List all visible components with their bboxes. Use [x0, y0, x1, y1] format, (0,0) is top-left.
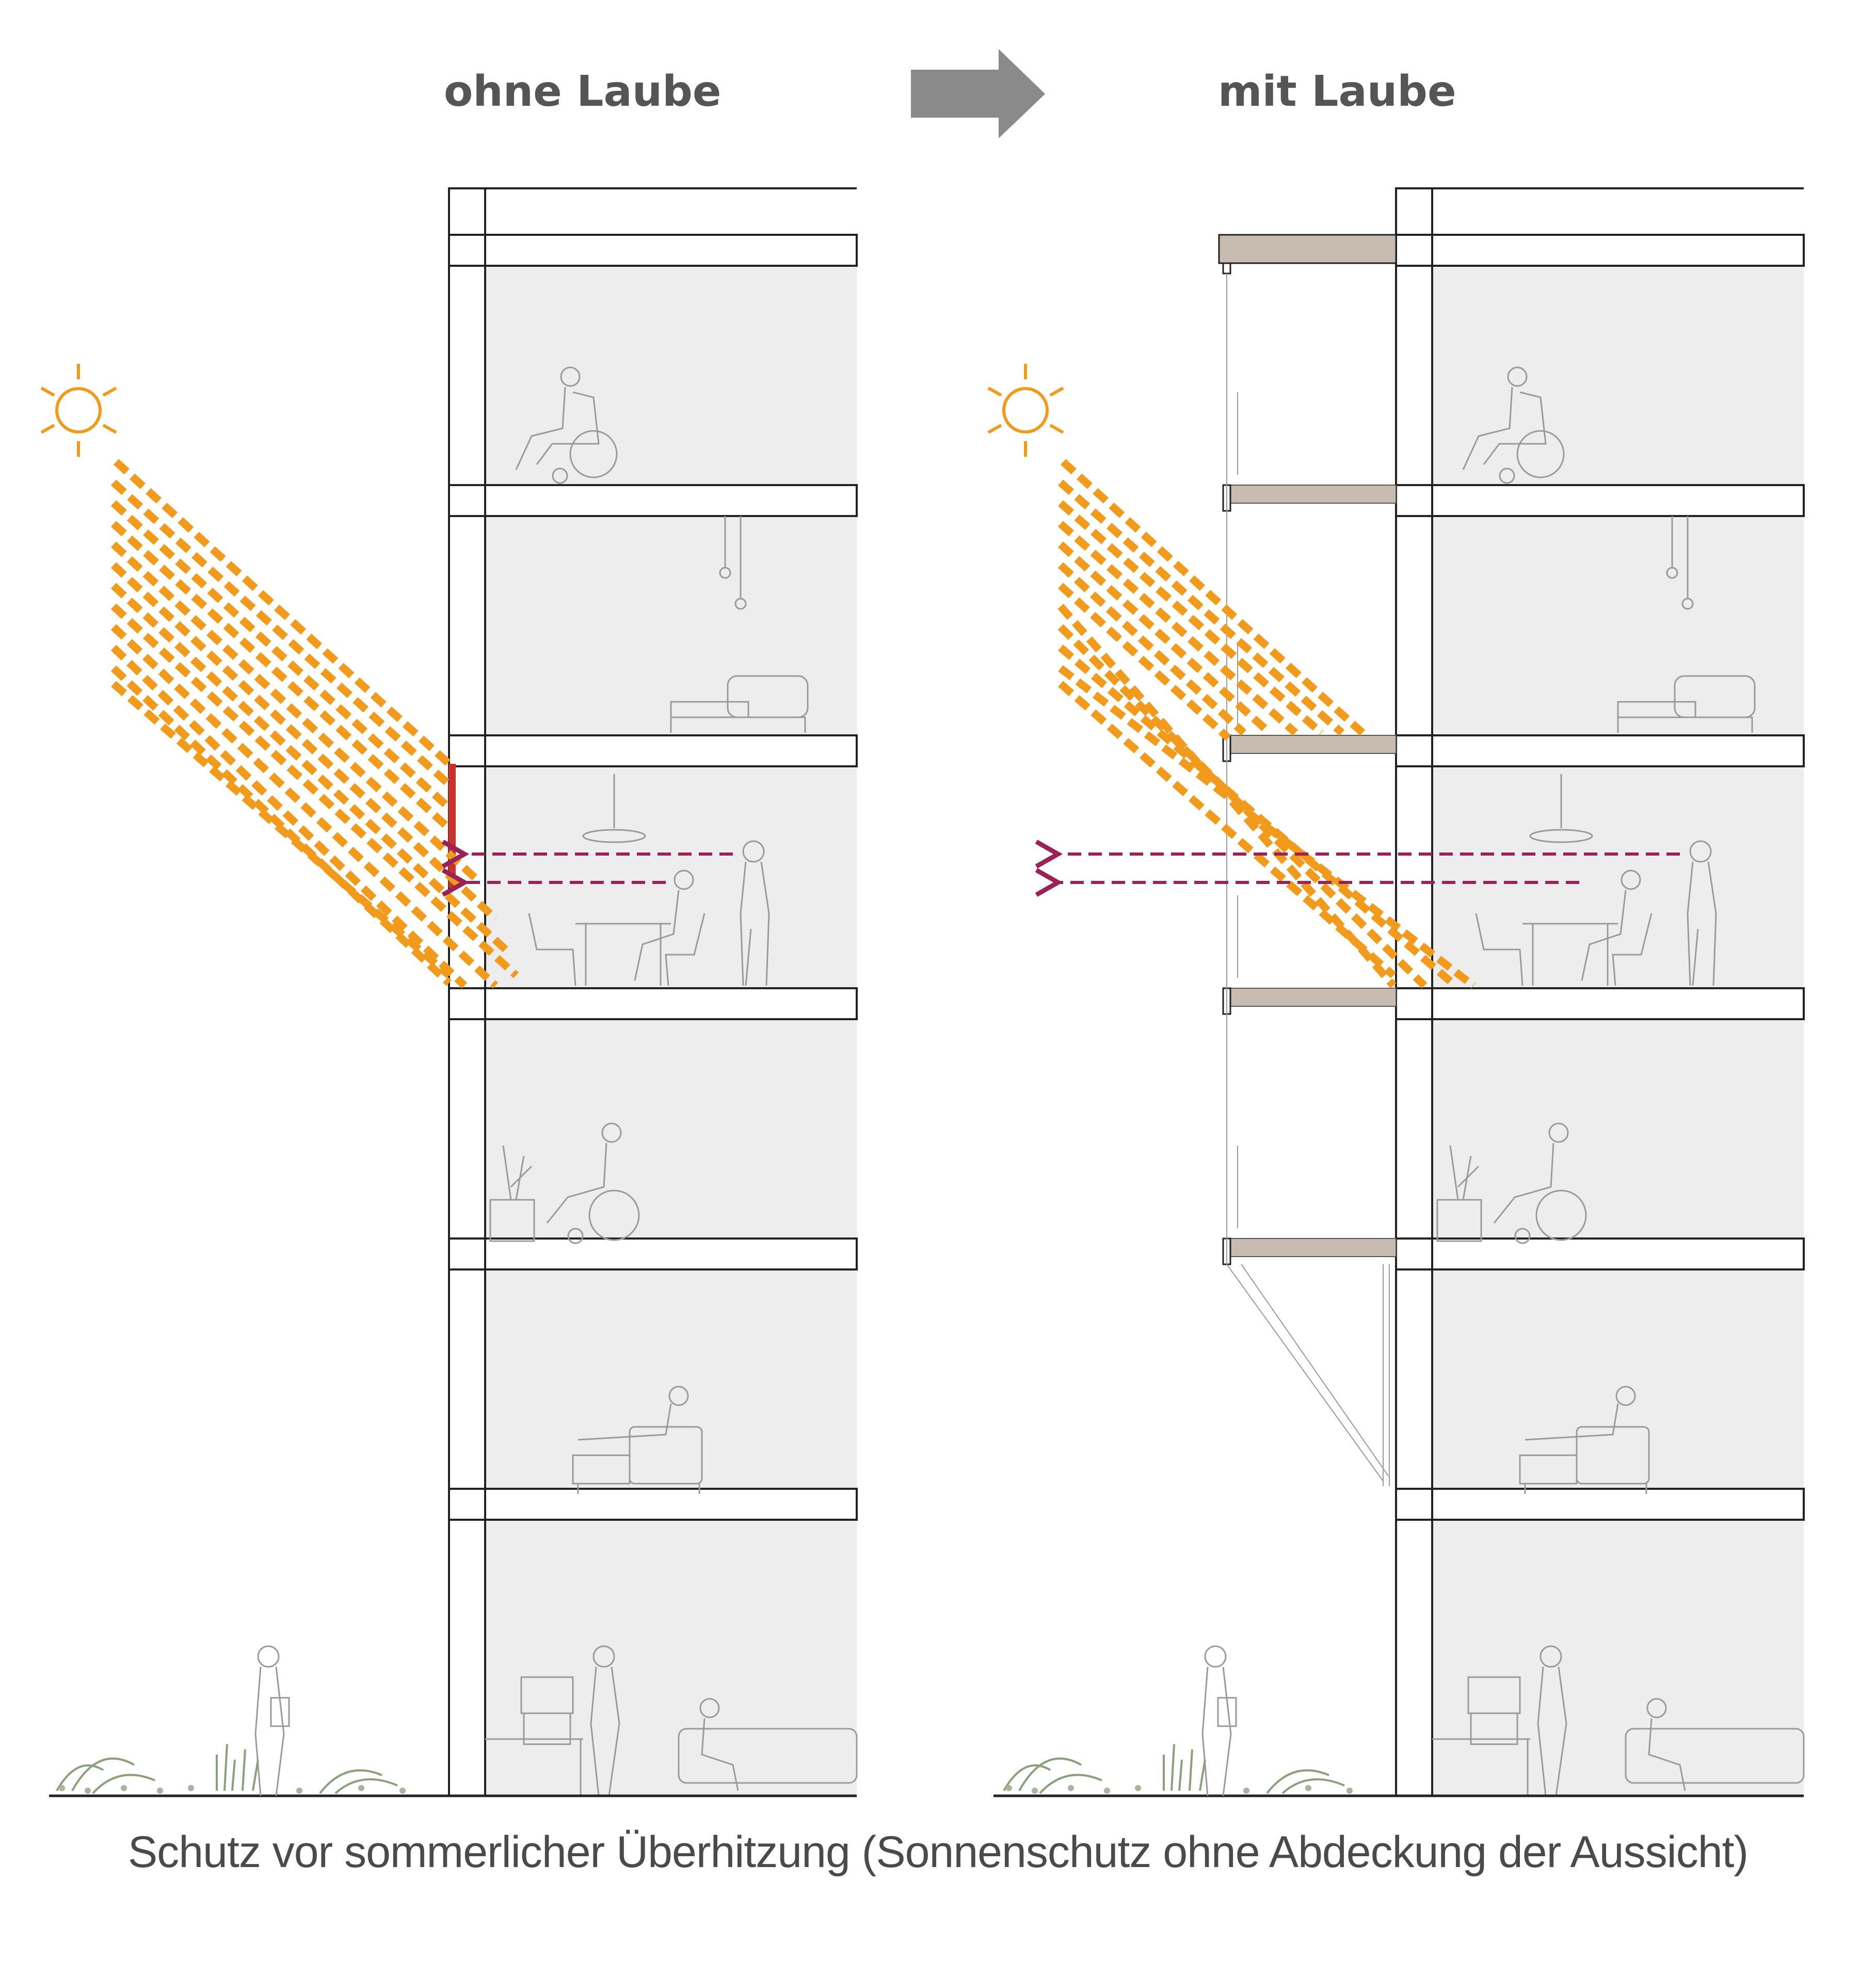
lounge-chair-icon: [572, 1386, 703, 1494]
arrow-right-icon: [911, 49, 1045, 138]
dining-table-icon: [528, 774, 705, 986]
person-standing-cane-icon: [740, 840, 770, 986]
person-standing-icon: [590, 1645, 620, 1796]
exterior-left: [56, 1645, 406, 1796]
view-arrows-right: [1035, 840, 1680, 897]
sun-rays-right: [1057, 459, 1476, 989]
printer-desk-icon: [485, 1676, 583, 1796]
pedestrian-icon: [254, 1645, 290, 1796]
title-mit-laube: mit Laube: [1218, 67, 1456, 116]
building-frame-right: [1395, 187, 1805, 1797]
daybed-icon: [670, 675, 809, 733]
building-section-right: [1218, 187, 1805, 1797]
pendant-lamp-icon: [719, 516, 747, 610]
gravel-icon: [59, 1785, 406, 1794]
person-seated-icon: [634, 870, 694, 981]
sun-rays-left: [110, 459, 519, 989]
plant-icon: [489, 1145, 535, 1242]
caption: Schutz vor sommerlicher Überhitzung (Son…: [127, 1827, 1749, 1877]
exterior-right: [1003, 1645, 1354, 1797]
plants-icon: [56, 1744, 398, 1794]
laube-structure: [1218, 234, 1397, 1486]
sun-icon: [40, 364, 117, 457]
building-section-left: [448, 187, 858, 1797]
person-wheelchair-icon-2: [546, 1122, 640, 1244]
building-frame-left: [448, 187, 858, 1797]
figures-left: [485, 366, 858, 1796]
person-wheelchair-icon: [515, 366, 618, 484]
sun-icon-right: [987, 364, 1064, 457]
view-arrows-left: [441, 840, 733, 897]
interior-figures: [485, 366, 1805, 1797]
sofa-icon: [678, 1698, 858, 1791]
title-ohne-laube: ohne Laube: [444, 67, 721, 116]
